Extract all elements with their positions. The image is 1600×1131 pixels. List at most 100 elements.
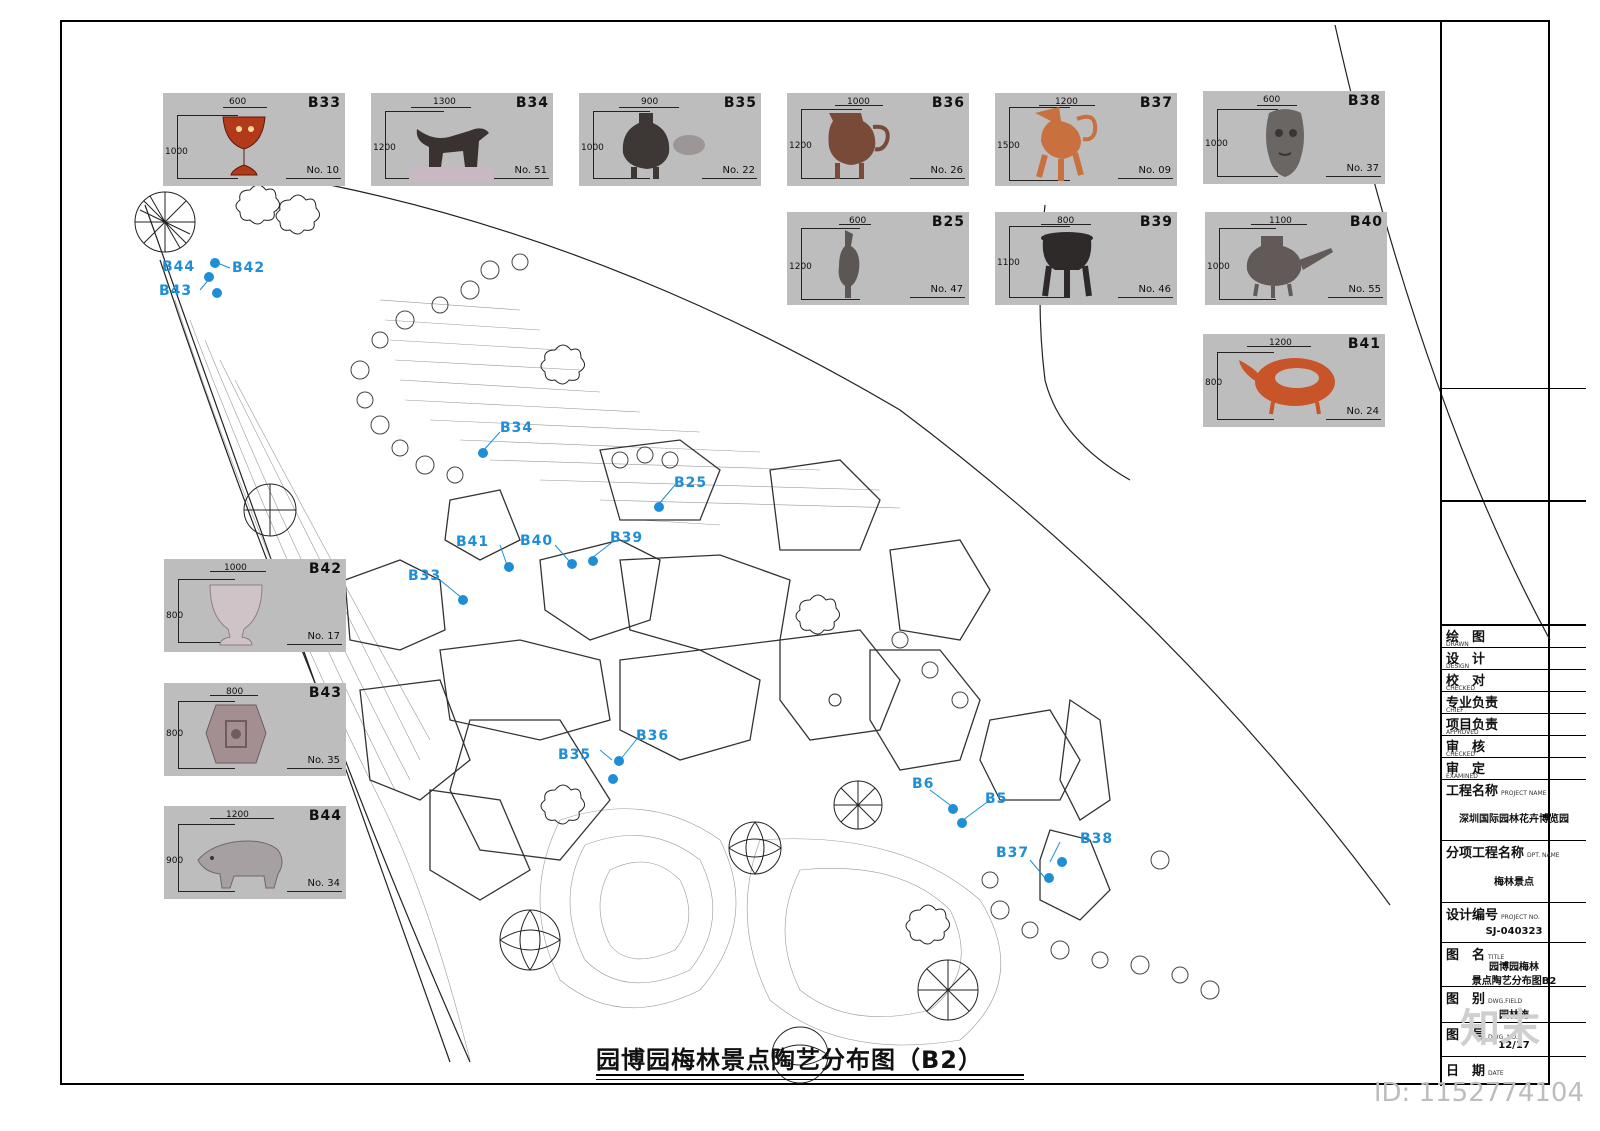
artifact-code: B33 [307,95,341,111]
artifact-card-b41: B41 1200 800 No. 24 [1203,334,1385,427]
artifact-card-b37: B37 1200 1500 No. 09 [995,93,1177,186]
marker-dot-b35[interactable] [608,774,618,784]
tb-chief-label: 专业负责 [1446,696,1499,711]
artifact-card-b42: B42 1000 800 No. 17 [164,559,346,652]
artifact-number: No. 51 [494,165,549,179]
tb-design-label: 设 计 [1446,652,1486,667]
artifact-width: 1000 [847,97,870,107]
tb-approved-en: APPROVED [1446,729,1479,736]
marker-dot-b36[interactable] [614,756,624,766]
artifact-card-b33: B33 600 1000 No. 10 [163,93,345,186]
artifact-card-b25: B25 600 1200 No. 47 [787,212,969,305]
tb-examined-label: 审 定 [1446,762,1486,777]
artifact-height: 800 [166,729,184,739]
artifact-number: No. 55 [1328,284,1383,298]
artifact-number: No. 10 [286,165,341,179]
artifact-code: B34 [515,95,549,111]
cup-vessel-icon [209,584,263,646]
goblet-vessel-icon [222,116,266,176]
tb-drawn-en: DRAWN [1446,641,1469,648]
marker-dot-b6[interactable] [948,804,958,814]
tb-examined-en: EXAMINED [1446,773,1478,780]
tb-projno-value: SJ-040323 [1485,926,1543,937]
spouted-pot-icon [1246,236,1333,298]
artifact-height: 1000 [165,147,188,157]
marker-dot-b34[interactable] [478,448,488,458]
marker-dot-b40[interactable] [567,559,577,569]
artifact-width: 900 [641,97,659,107]
marker-dot-b25[interactable] [654,502,664,512]
tb-chief-en: CHIEF [1446,707,1464,714]
artifact-height: 1200 [789,262,812,272]
artifact-code: B35 [723,95,757,111]
artifact-width: 1200 [1269,338,1292,348]
artifact-code: B38 [1347,93,1381,109]
artifact-number: No. 47 [910,284,965,298]
marker-label-b33: B33 [408,568,442,584]
artifact-card-b44: B44 1200 900 No. 34 [164,806,346,899]
marker-dot-b37[interactable] [1044,873,1054,883]
artifact-height: 1200 [373,143,396,153]
artifact-number: No. 09 [1118,165,1173,179]
ring-vessel-icon [1239,358,1335,415]
artifact-height: 1100 [997,258,1020,268]
artifact-card-b38: B38 600 1000 No. 37 [1203,91,1385,184]
artifact-number: No. 46 [1118,284,1173,298]
artifact-number: No. 22 [702,165,757,179]
artifact-width: 600 [229,97,247,107]
marker-dot-b38[interactable] [1057,857,1067,867]
title-underline-thin [596,1079,1024,1080]
marker-dot-b44[interactable] [210,258,220,268]
marker-label-b36: B36 [636,728,670,744]
marker-dot-b5[interactable] [957,818,967,828]
tb-design-en: DESIGN [1446,663,1470,670]
marker-label-b6: B6 [912,776,935,792]
artifact-card-b36: B36 1000 1200 No. 26 [787,93,969,186]
artifact-code: B43 [308,685,342,701]
artifact-code: B42 [308,561,342,577]
artifact-width: 1200 [1055,97,1078,107]
marker-label-b35: B35 [558,747,592,763]
marker-dot-b43[interactable] [212,288,222,298]
artifact-code: B40 [1349,214,1383,230]
artifact-card-b35: B35 900 1000 No. 22 [579,93,761,186]
tb-number-value: 12/17 [1498,1040,1530,1051]
title-block: 绘 图 DRAWN 设 计 DESIGN 校 对 CHECKED 专业负责 CH… [1440,20,1586,1086]
watermark-id: ID: 1152774104 [1373,1078,1584,1108]
artifact-number: No. 24 [1326,406,1381,420]
marker-dot-b39[interactable] [588,556,598,566]
marker-label-b38: B38 [1080,831,1114,847]
drawing-frame [60,20,1550,1085]
artifact-number: No. 35 [287,755,342,769]
artifact-code: B41 [1347,336,1381,352]
artifact-card-b40: B40 1100 1000 No. 55 [1205,212,1387,305]
artifact-width: 600 [849,216,867,226]
tb-drawn-label: 绘 图 [1446,630,1486,645]
marker-dot-b41[interactable] [504,562,514,572]
artifact-width: 1000 [224,563,247,573]
artifact-code: B37 [1139,95,1173,111]
artifact-card-b43: B43 800 800 No. 35 [164,683,346,776]
artifact-code: B39 [1139,214,1173,230]
artifact-height: 1000 [1207,262,1230,272]
artifact-height: 900 [166,856,184,866]
tb-drawing-value1: 园博园梅林 [1489,962,1539,973]
ding-tripod-icon [1041,232,1093,298]
boar-figure-icon [197,840,283,889]
marker-label-b43: B43 [159,283,193,299]
marker-label-b5: B5 [985,791,1008,807]
artifact-code: B36 [931,95,965,111]
marker-dot-b42[interactable] [204,272,214,282]
artifact-height: 800 [1205,378,1223,388]
marker-dot-b33[interactable] [458,595,468,605]
artifact-width: 1300 [433,97,456,107]
spouted-jar-icon [622,113,705,179]
artifact-width: 1100 [1269,216,1292,226]
marker-label-b41: B41 [456,534,490,550]
